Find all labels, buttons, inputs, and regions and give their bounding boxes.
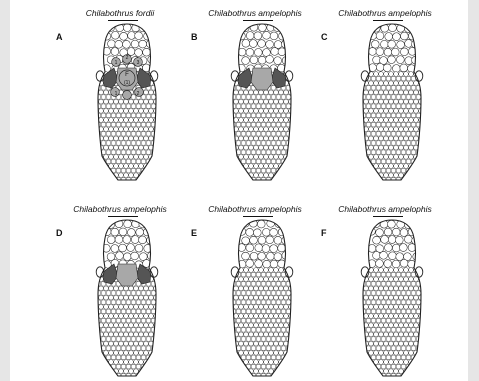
species-label: Chilabothrus ampelophis [185,204,325,214]
figure: Chilabothrus fordii A 1 2 3F (1) 1 2 Chilabot… [10,0,468,381]
panel-letter: B [191,32,198,42]
head-svg [207,214,317,378]
panel-letter: F [321,228,327,238]
panel-letter: E [191,228,197,238]
panel-letter: A [56,32,63,42]
species-label: Chilabothrus ampelophis [185,8,325,18]
head-svg [337,214,447,378]
scale-number-label: 2 [126,55,129,61]
snake-head-drawing [337,18,447,182]
panel-f: Chilabothrus ampelophis F [315,196,455,378]
scale-number-label: 1 [115,60,118,66]
panel-letter: D [56,228,63,238]
highlighted-scales [103,264,151,286]
species-label: Chilabothrus ampelophis [315,204,455,214]
snake-head-drawing [337,214,447,378]
snake-head-drawing: 1 2 3F (1) 1 2 [72,18,182,182]
scale-number-label: 3 [137,60,140,66]
scale-number-label: 2 [137,91,140,97]
panel-b: Chilabothrus ampelophis B [185,0,325,182]
panel-d: Chilabothrus ampelophis D [50,196,190,378]
scale-number-label: 1 [115,91,118,97]
species-label: Chilabothrus ampelophis [315,8,455,18]
snake-head-drawing [207,214,317,378]
head-svg [207,18,317,182]
highlighted-scales [238,68,286,90]
scale-number-label: F [125,72,129,78]
head-svg [72,214,182,378]
panel-letter: C [321,32,328,42]
head-svg: 1 2 3F (1) 1 2 [72,18,182,182]
snake-head-drawing [72,214,182,378]
head-svg [337,18,447,182]
scale-number-label: (1) [124,80,130,86]
panel-c: Chilabothrus ampelophis C [315,0,455,182]
panel-a: Chilabothrus fordii A 1 2 3F (1) 1 2 [50,0,190,182]
snake-head-drawing [207,18,317,182]
panel-e: Chilabothrus ampelophis E [185,196,325,378]
species-label: Chilabothrus fordii [50,8,190,18]
species-label: Chilabothrus ampelophis [50,204,190,214]
